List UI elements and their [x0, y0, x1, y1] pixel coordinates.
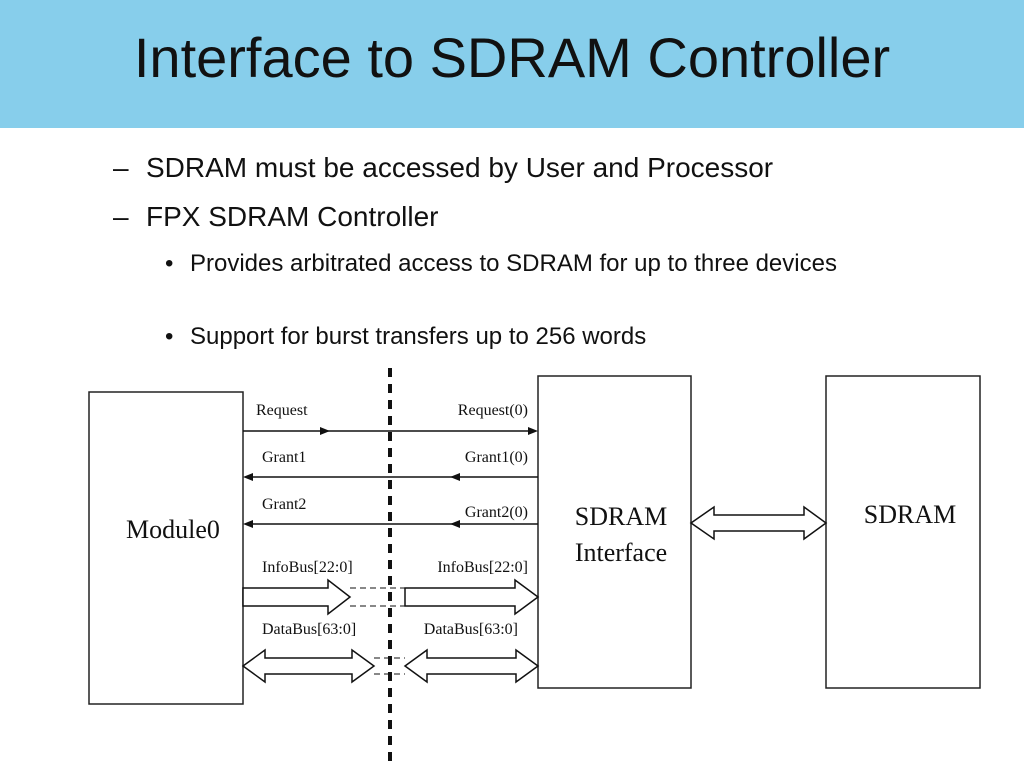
databus-arrow-right: [403, 648, 540, 684]
sub-bullet-marker: •: [165, 250, 174, 277]
label-databus-left: DataBus[63:0]: [262, 621, 356, 638]
label-databus-right: DataBus[63:0]: [424, 621, 518, 638]
bullet-marker: –: [113, 152, 129, 183]
bullet-marker: –: [113, 201, 129, 232]
bullet-text: SDRAM must be accessed by User and Proce…: [146, 152, 774, 183]
module0-block: [88, 391, 244, 705]
label-request: Request: [256, 402, 308, 419]
sdram-label: SDRAM: [864, 500, 956, 529]
sub-bullet-text: Support for burst transfers up to 256 wo…: [190, 323, 647, 350]
databus-arrow-left: [241, 648, 376, 684]
sub-bullet-arbitrated-access: • Provides arbitrated access to SDRAM for…: [165, 247, 885, 280]
grant2-arrowhead-mid: [450, 520, 460, 528]
sdram-interface-label-line2: Interface: [575, 538, 667, 567]
grant1-arrowhead-end: [243, 473, 253, 481]
slide-title: Interface to SDRAM Controller: [133, 26, 891, 89]
module0-label: Module0: [126, 515, 220, 544]
label-grant2-0: Grant2(0): [465, 504, 528, 521]
sub-bullet-burst-transfers: • Support for burst transfers up to 256 w…: [165, 320, 885, 353]
title-bar: [0, 0, 1024, 128]
sdram-block: [825, 375, 981, 689]
interface-sdram-arrow: [689, 505, 828, 541]
sub-bullet-marker: •: [165, 323, 174, 350]
grant2-arrowhead-end: [243, 520, 253, 528]
bullet-sdram-access: –SDRAM must be accessed by User and Proc…: [113, 152, 773, 184]
label-grant1: Grant1: [262, 449, 306, 466]
sdram-interface-label-line1: SDRAM: [575, 502, 667, 531]
label-grant1-0: Grant1(0): [465, 449, 528, 466]
label-infobus-left: InfoBus[22:0]: [262, 559, 353, 576]
bullet-fpx-controller: –FPX SDRAM Controller: [113, 201, 439, 233]
infobus-arrow-right: [404, 578, 540, 616]
infobus-arrow-left: [242, 578, 352, 616]
sub-bullet-text: Provides arbitrated access to SDRAM for …: [190, 250, 837, 277]
label-request0: Request(0): [458, 402, 528, 419]
sdram-interface-block: [537, 375, 692, 689]
label-infobus-right: InfoBus[22:0]: [437, 559, 528, 576]
request-arrowhead-end: [528, 427, 538, 435]
grant1-arrowhead-mid: [450, 473, 460, 481]
label-grant2: Grant2: [262, 496, 306, 513]
request-arrowhead-mid: [320, 427, 330, 435]
bullet-text: FPX SDRAM Controller: [146, 201, 439, 232]
